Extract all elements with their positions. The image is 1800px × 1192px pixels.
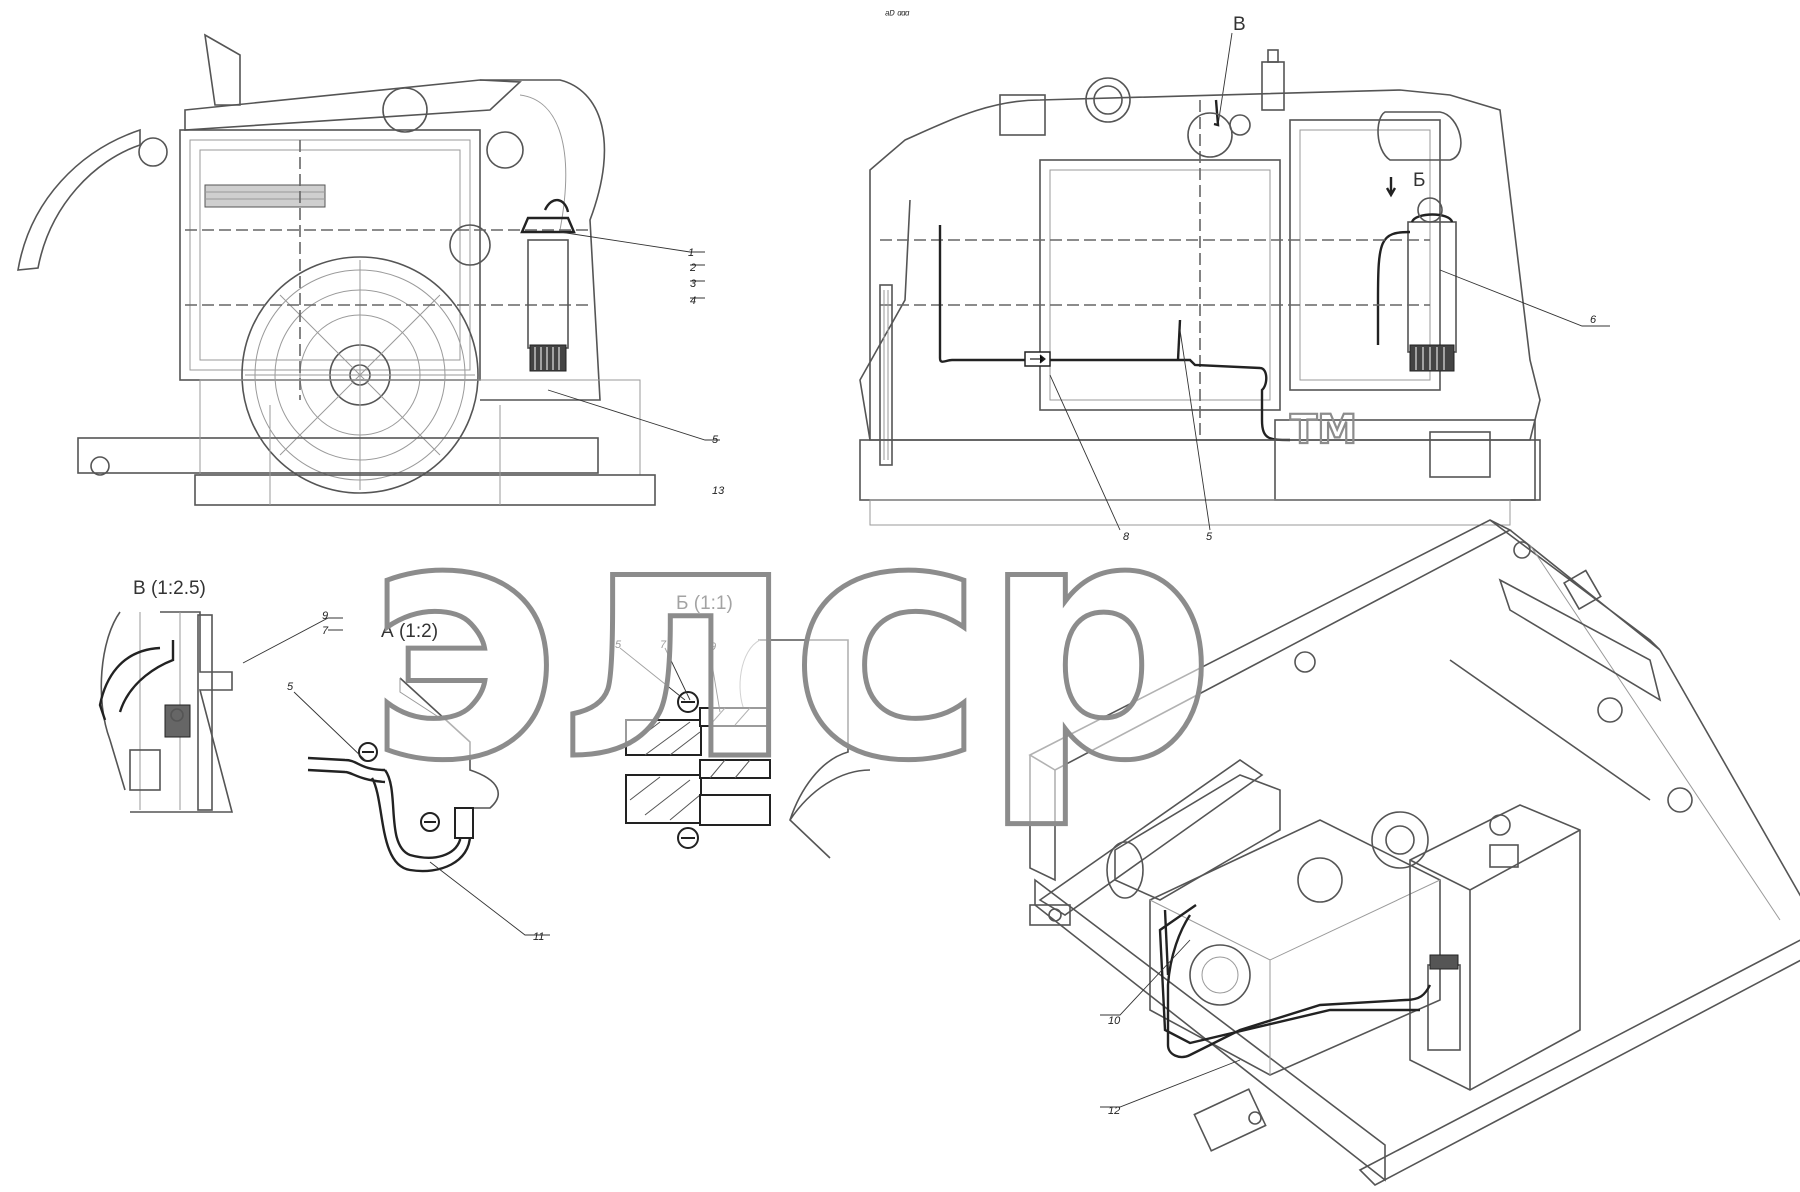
view-label-b-arrow: Б <box>1413 170 1425 191</box>
detail-b: Б (1:1) <box>625 593 871 859</box>
isometric-chassis-view <box>1028 519 1800 1186</box>
detail-a-title: А (1:2) <box>381 621 438 642</box>
callout-2: 2 <box>689 262 696 274</box>
callout-1: 1 <box>688 247 694 259</box>
callout-5-b: 5 <box>615 639 622 651</box>
detail-v-title: В (1:2.5) <box>133 578 206 599</box>
detail-a: А (1:2) <box>307 621 499 873</box>
watermark-text: элср <box>365 449 1210 833</box>
callout-9-v: 9 <box>322 610 328 622</box>
callout-4: 4 <box>690 295 696 307</box>
callout-5-left: 5 <box>712 434 719 446</box>
callout-6: 6 <box>1590 314 1597 326</box>
callout-8: 8 <box>1123 531 1130 543</box>
detail-b-title: Б (1:1) <box>676 593 733 614</box>
callout-3: 3 <box>690 278 697 290</box>
callout-10: 10 <box>1108 1015 1121 1027</box>
header-mark: ᵃᴰ ᵅᵅᵅ <box>885 9 910 21</box>
detail-v: В (1:2.5) <box>98 578 234 813</box>
callout-5-right: 5 <box>1206 531 1213 543</box>
left-side-view <box>17 33 656 506</box>
callout-5-a: 5 <box>287 681 294 693</box>
callout-7-v: 7 <box>322 625 329 637</box>
watermark: элср TM <box>363 406 1359 836</box>
callout-7-b: 7 <box>660 639 667 651</box>
callout-9-b: 9 <box>710 641 716 653</box>
callout-11: 11 <box>533 931 544 943</box>
right-side-view: В <box>859 14 1541 526</box>
watermark-tm: TM <box>1290 407 1357 453</box>
view-label-v: В <box>1233 14 1246 35</box>
callout-12: 12 <box>1108 1105 1120 1117</box>
callout-13: 13 <box>712 485 725 497</box>
